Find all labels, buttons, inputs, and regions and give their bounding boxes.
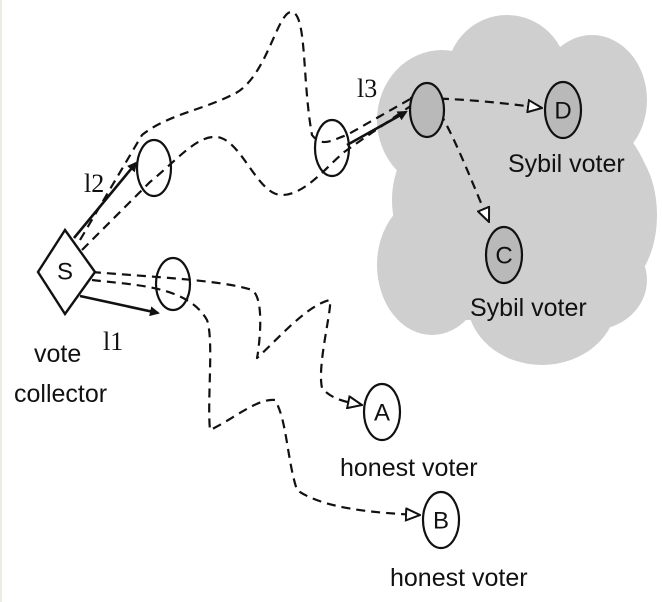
source-label-line2: collector	[14, 380, 107, 408]
voter-node-a: A honest voter	[340, 382, 478, 482]
voter-b-label: honest voter	[390, 564, 528, 592]
voter-node-b: B honest voter	[390, 490, 528, 592]
link-label-l2: l2	[84, 169, 104, 198]
voter-node-c: C Sybil voter	[470, 225, 587, 322]
diamond-shape	[36, 227, 97, 317]
attack-edge-node	[408, 81, 446, 139]
edge-l1-arrow	[79, 294, 160, 317]
route-to-A	[91, 270, 362, 405]
edge-arrows	[72, 110, 408, 317]
relay-node-lower	[154, 256, 192, 312]
source-label-line1: vote	[34, 340, 81, 368]
edge-l2-arrow	[72, 161, 138, 239]
intermediate-nodes	[135, 81, 446, 312]
route-to-D	[409, 96, 542, 108]
source-letter: S	[57, 259, 73, 286]
edge-l3-arrow	[346, 110, 408, 147]
route-upper-outer	[79, 10, 413, 241]
route-upper-inner	[81, 104, 413, 251]
route-to-B	[91, 278, 420, 515]
voter-c-letter: C	[495, 243, 512, 270]
voter-d-letter: D	[554, 98, 571, 125]
link-label-l3: l3	[357, 74, 377, 103]
voter-c-label: Sybil voter	[470, 294, 587, 322]
vote-collector-node: S vote collector	[14, 227, 107, 408]
voter-a-letter: A	[374, 400, 390, 427]
voter-a-label: honest voter	[340, 454, 478, 482]
voter-b-letter: B	[433, 508, 449, 535]
relay-node-middle	[313, 118, 351, 178]
sybil-region-cloud	[377, 15, 657, 365]
voter-node-d: D Sybil voter	[508, 80, 625, 178]
relay-node-upper	[135, 138, 173, 198]
link-label-l1: l1	[103, 327, 123, 356]
voter-d-label: Sybil voter	[508, 150, 625, 178]
